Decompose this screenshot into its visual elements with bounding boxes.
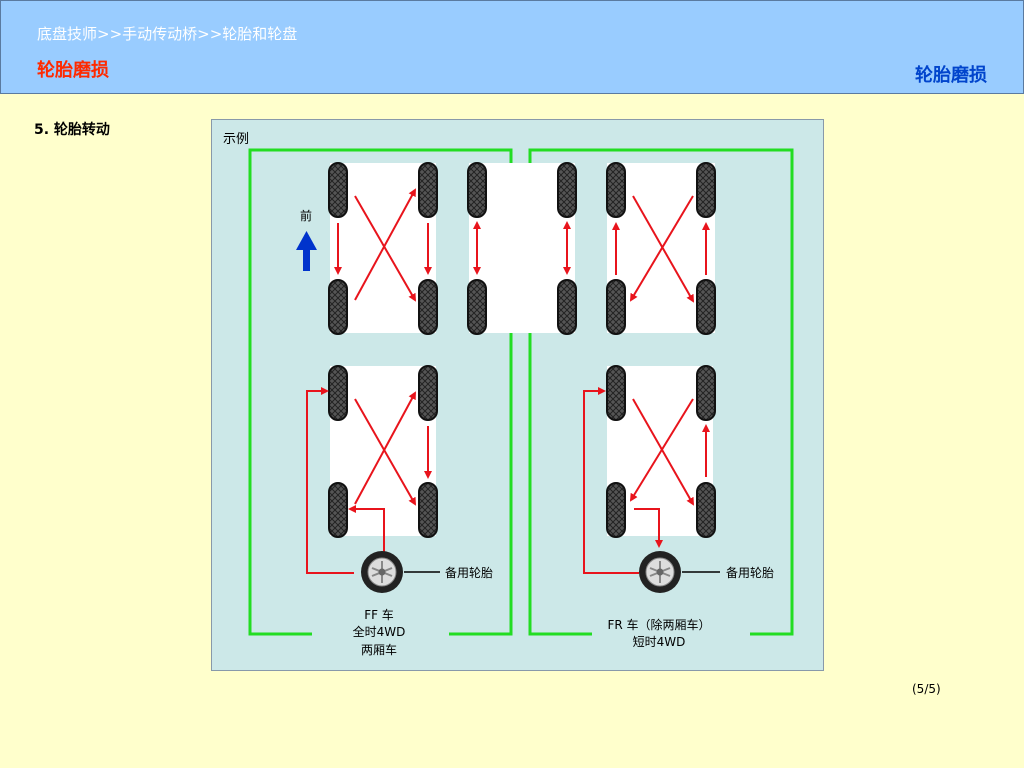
page-number: (5/5): [912, 682, 941, 696]
page-title-right: 轮胎磨损: [915, 65, 987, 86]
diagram-panel: 示例: [211, 119, 824, 671]
rotation-arrows: [306, 188, 710, 574]
ff-caption: FF 车 全时4WD 两厢车: [353, 607, 406, 657]
breadcrumb: 底盘技师>>手动传动桥>>轮胎和轮盘: [37, 25, 298, 43]
spare-label-left: 备用轮胎: [445, 566, 493, 580]
spare-tire-icon: [361, 551, 403, 593]
front-arrow-icon: [296, 231, 317, 271]
ff-caption-line: 两厢车: [361, 642, 397, 657]
example-label: 示例: [223, 132, 249, 147]
fr-caption: FR 车（除两厢车） 短时4WD: [607, 617, 710, 649]
front-label: 前: [300, 208, 312, 223]
section-title: 5. 轮胎转动: [34, 122, 110, 138]
fr-caption-line: 短时4WD: [633, 635, 686, 649]
ff-caption-line: FF 车: [364, 607, 394, 622]
spare-tire-icon: [639, 551, 681, 593]
header-bar: 底盘技师>>手动传动桥>>轮胎和轮盘 轮胎磨损 轮胎磨损: [0, 0, 1024, 94]
group-borders: [248, 148, 794, 636]
fr-caption-line: FR 车（除两厢车）: [607, 617, 710, 632]
ff-caption-line: 全时4WD: [353, 624, 406, 639]
spare-label-right: 备用轮胎: [726, 566, 774, 580]
vehicle-areas: [330, 163, 715, 536]
tire-rotation-diagram: 示例: [223, 132, 794, 657]
page-title: 轮胎磨损: [37, 60, 109, 81]
